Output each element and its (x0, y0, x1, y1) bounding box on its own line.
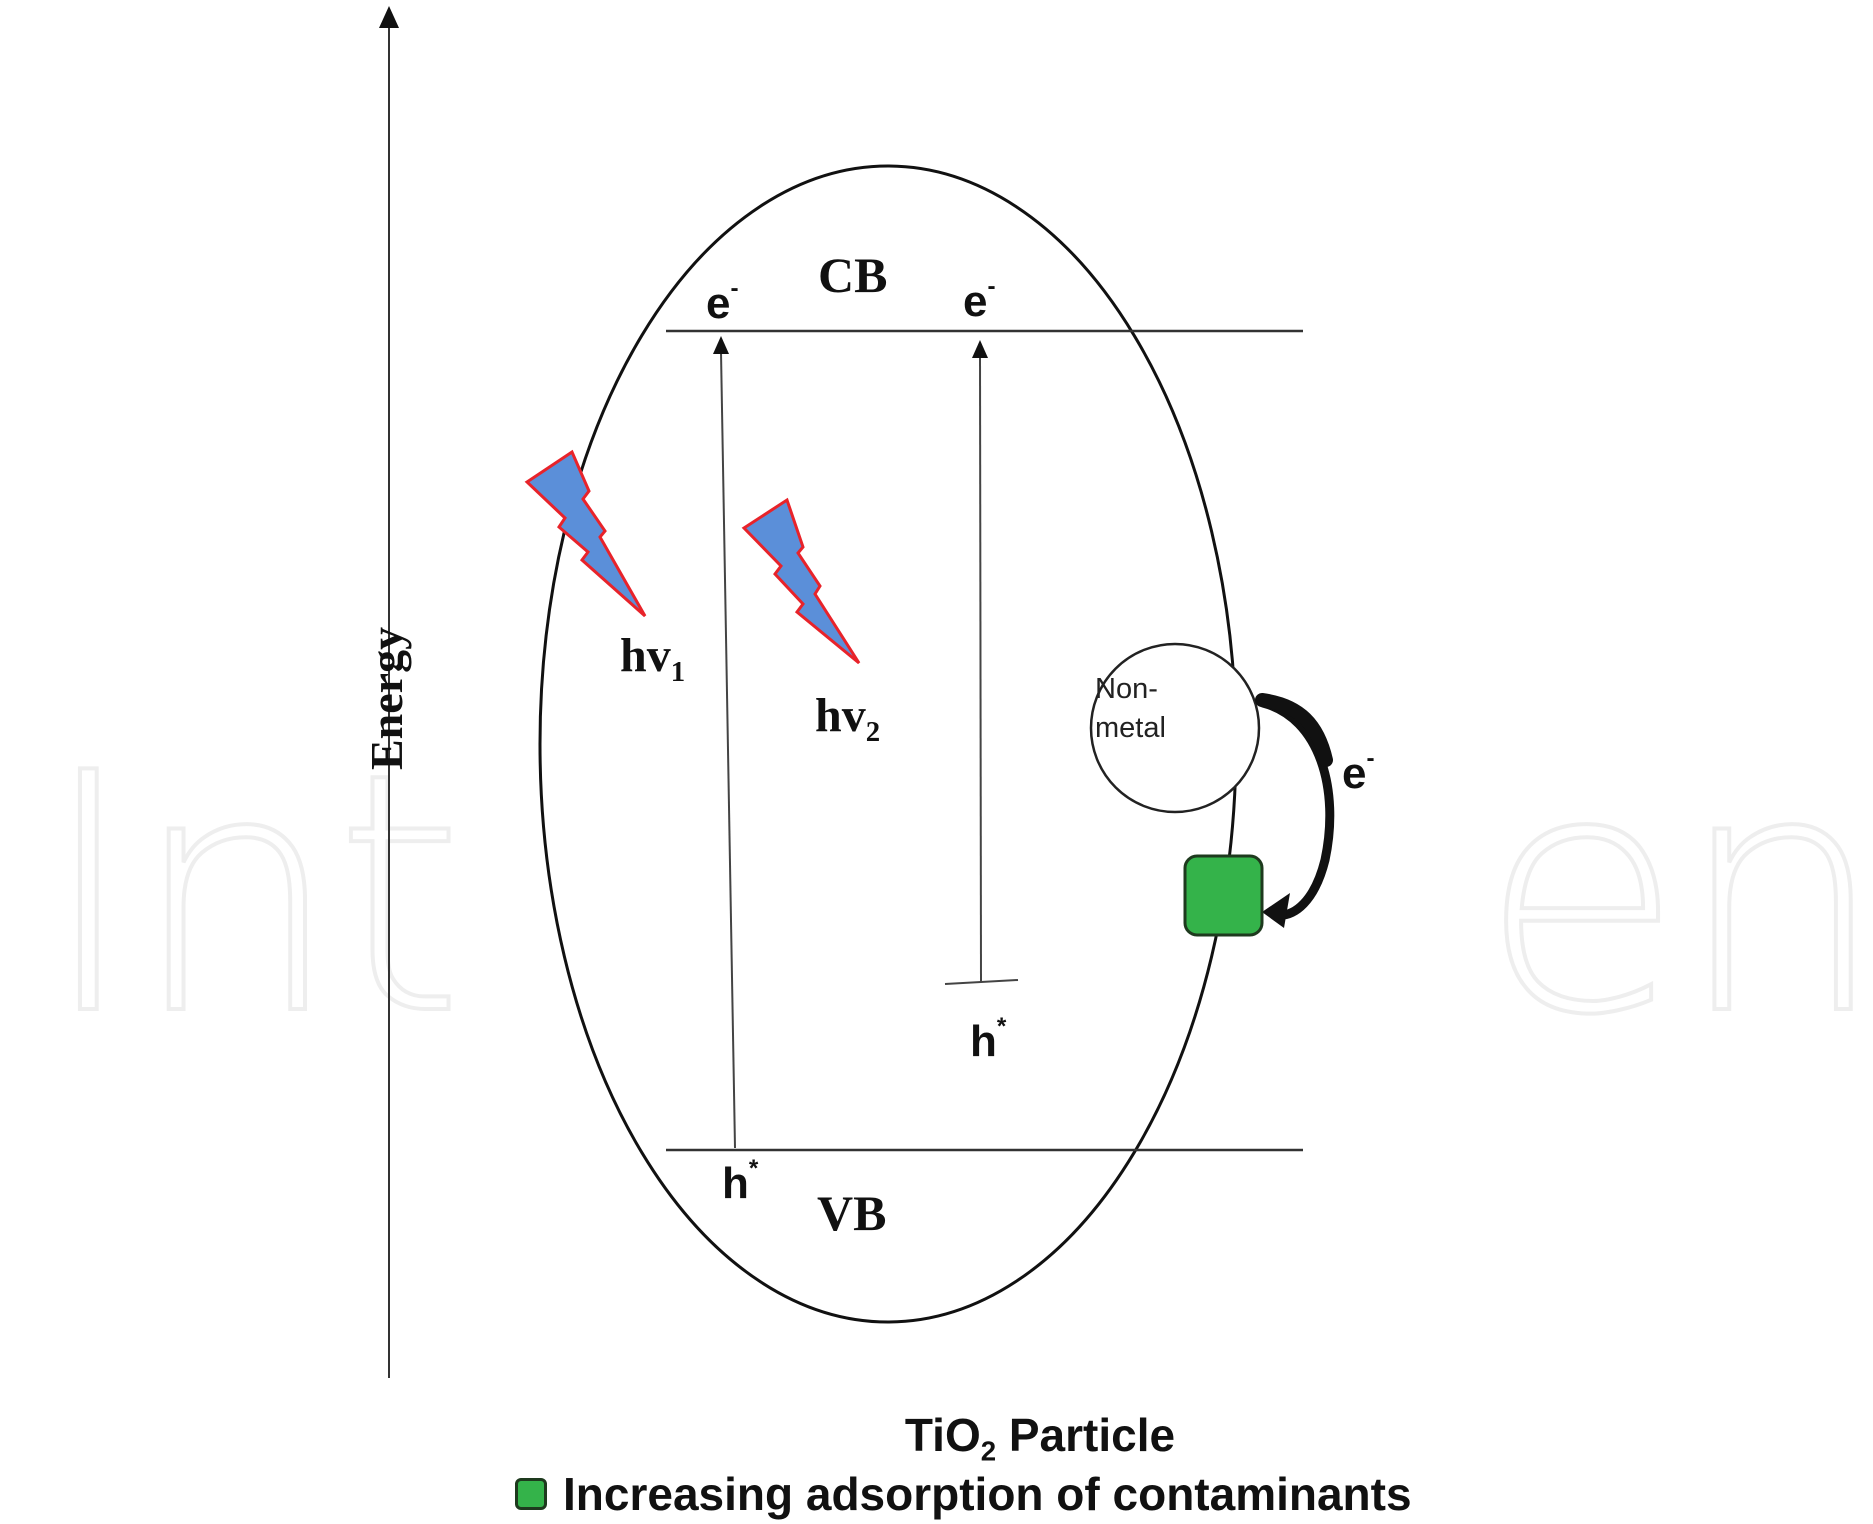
axis-arrow-icon (379, 6, 399, 28)
legend-text: Increasing adsorption of contaminants (563, 1468, 1412, 1520)
excitation-arrow-2 (944, 340, 1019, 985)
legend: Increasing adsorption of contaminants (515, 1467, 1412, 1521)
nonmetal-label-line2: metal (1095, 712, 1166, 745)
midgap-level-tick (944, 979, 1019, 985)
nonmetal-dopant-circle (1089, 642, 1261, 814)
nonmetal-label-line1: Non- (1095, 673, 1158, 705)
energy-axis-label: Energy (361, 626, 412, 770)
lightning-bolt-icon (741, 497, 861, 665)
arrow-up-icon (713, 336, 729, 354)
photon-label-1: hv1 (620, 629, 686, 689)
legend-swatch-icon (515, 1478, 547, 1510)
lightning-bolt-icon (524, 449, 647, 618)
contaminant-square (1183, 854, 1264, 937)
excitation-arrow-1 (713, 336, 736, 1149)
energy-axis (379, 6, 399, 1378)
hole-label-midgap: h* (970, 1013, 1007, 1066)
particle-caption: TiO2 Particle (904, 1409, 1176, 1467)
watermark-left: Int (38, 703, 466, 1087)
arrow-head-icon (1262, 893, 1290, 928)
vb-label: VB (817, 1185, 887, 1241)
electron-transfer-label: e- (1342, 745, 1375, 798)
cb-label: CB (818, 247, 888, 303)
hole-label-vb: h* (722, 1155, 759, 1208)
watermark-right: en (1478, 703, 1873, 1087)
arrow-up-icon (972, 340, 988, 358)
nonmetal-label: Non- metal (1095, 670, 1225, 748)
photon-label-2: hv2 (815, 689, 881, 749)
electron-label-left: e- (706, 275, 739, 328)
electron-label-right: e- (963, 273, 996, 326)
electron-transfer-arrow (1255, 693, 1335, 928)
